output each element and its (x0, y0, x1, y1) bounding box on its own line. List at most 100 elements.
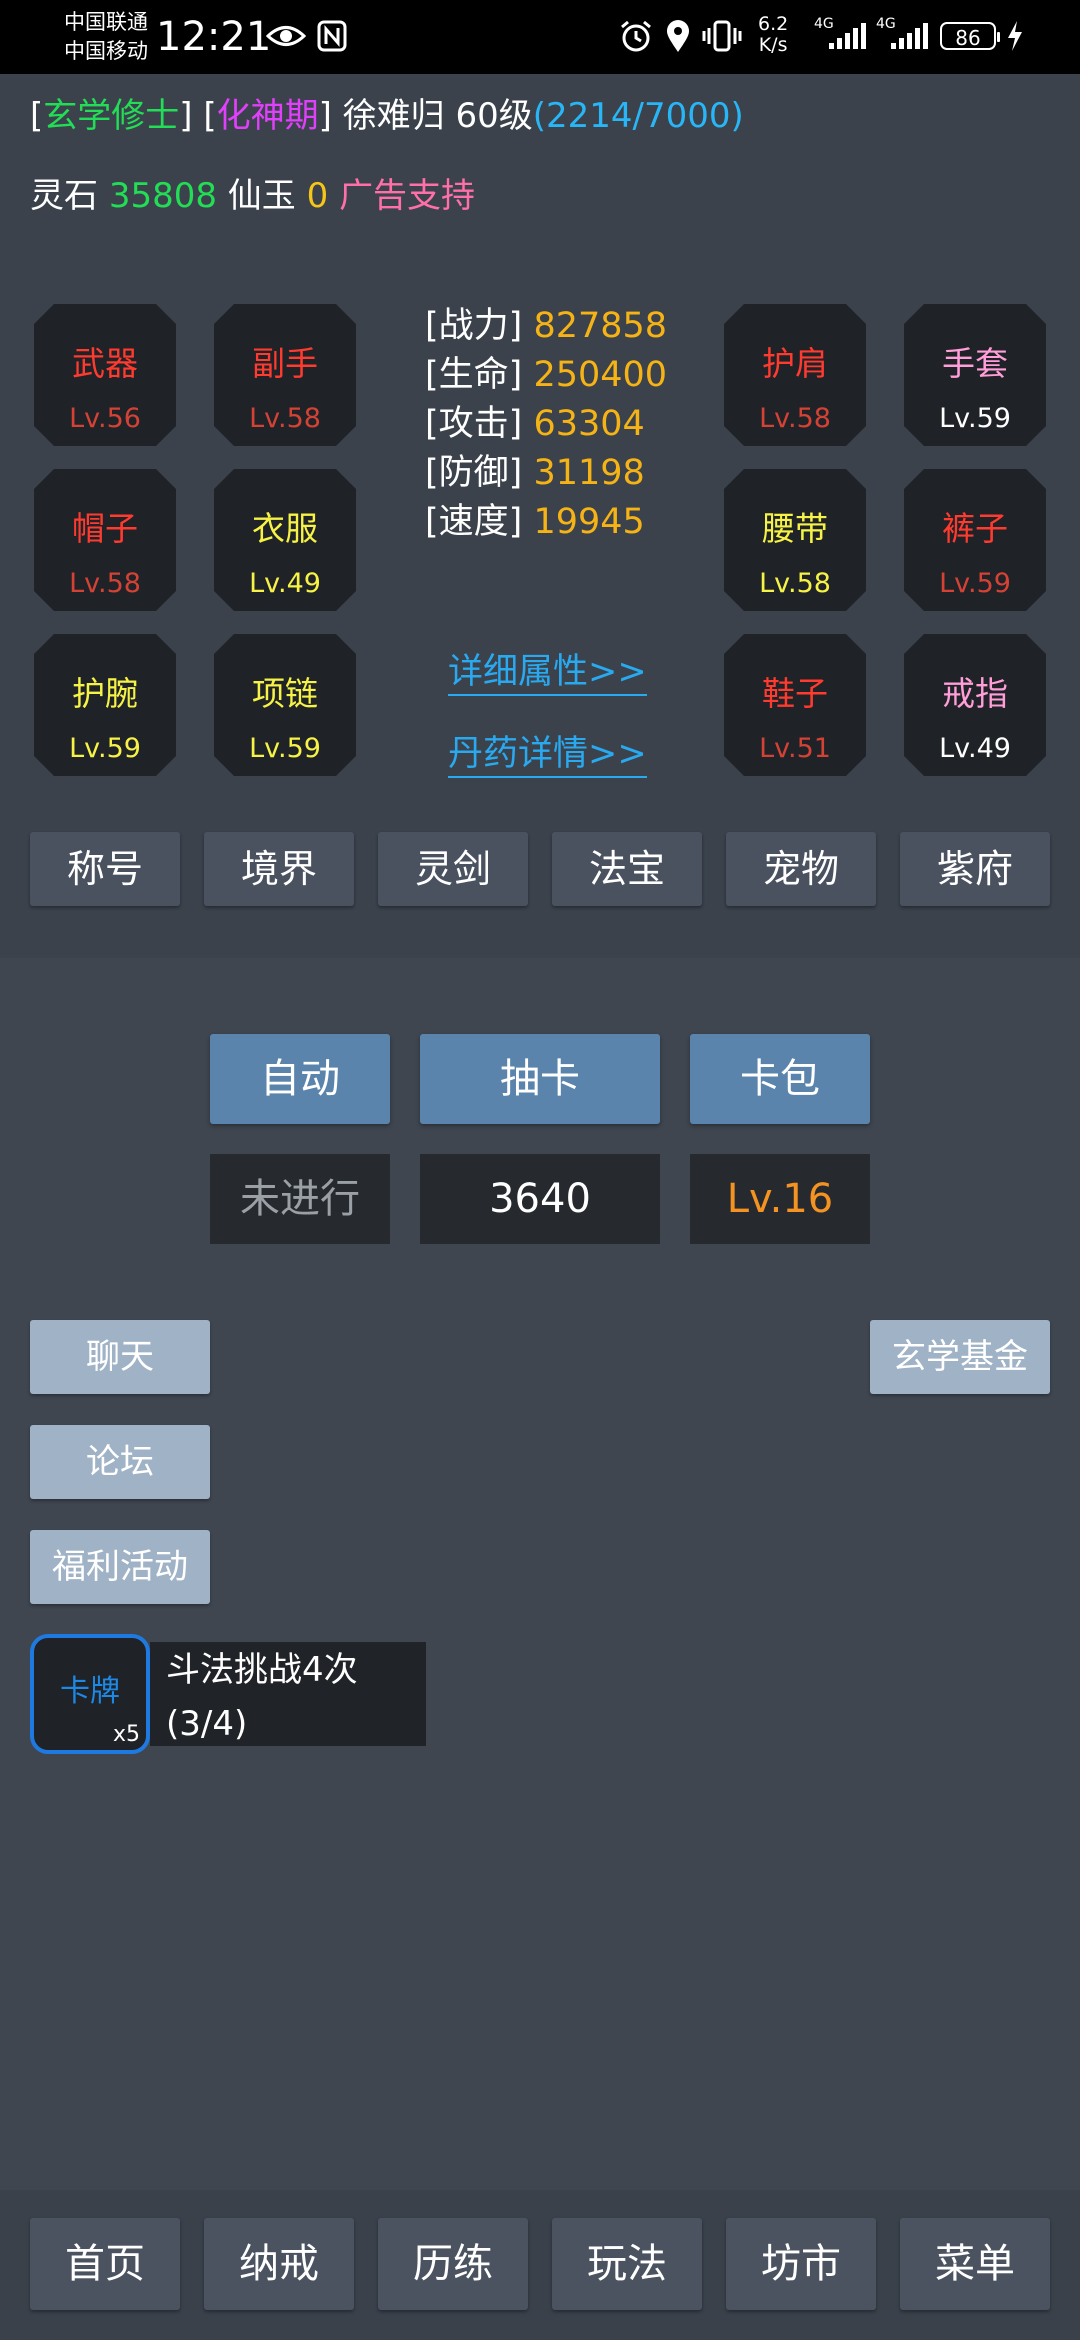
nav-training[interactable]: 历练 (378, 2218, 528, 2310)
stat-speed: [速度] 19945 (425, 500, 645, 544)
stat-defense: [防御] 31198 (425, 451, 645, 495)
tab-spirit-sword[interactable]: 灵剑 (378, 832, 528, 906)
stat-value: 19945 (533, 502, 645, 542)
status-bar: 中国联通 中国移动 12:21 6.2 K/s 4G 4G 86 (0, 0, 1080, 74)
equip-slot-belt[interactable]: 腰带 Lv.58 (720, 465, 870, 615)
equip-level: Lv.51 (759, 733, 831, 764)
stat-value: 827858 (533, 306, 668, 346)
forum-button[interactable]: 论坛 (30, 1425, 210, 1499)
card-name: 卡牌 (60, 1674, 120, 1709)
tab-pet[interactable]: 宠物 (726, 832, 876, 906)
stat-hp: [生命] 250400 (425, 353, 667, 397)
equip-name: 裤子 (942, 509, 1008, 548)
equip-slot-clothes[interactable]: 衣服 Lv.49 (210, 465, 360, 615)
welfare-button[interactable]: 福利活动 (30, 1530, 210, 1604)
equip-name: 帽子 (72, 509, 138, 548)
player-exp: (2214/7000) (532, 96, 744, 136)
nav-home[interactable]: 首页 (30, 2218, 180, 2310)
equip-name: 鞋子 (762, 674, 828, 713)
card-pack-button[interactable]: 卡包 (690, 1034, 870, 1124)
equip-level: Lv.59 (939, 403, 1011, 434)
location-icon (660, 16, 696, 56)
signal-1-label: 4G (814, 16, 834, 32)
stat-label: [攻击] (425, 404, 523, 444)
network-speed-unit: K/s (758, 34, 788, 56)
signal-2-icon (888, 16, 930, 56)
equip-slot-hat[interactable]: 帽子 Lv.58 (30, 465, 180, 615)
realm[interactable]: 化神期 (216, 96, 319, 136)
alarm-icon (616, 16, 656, 56)
signal-1-icon (826, 16, 868, 56)
stat-combat-power: [战力] 827858 (425, 304, 667, 348)
equip-slot-pants[interactable]: 裤子 Lv.59 (900, 465, 1050, 615)
task-panel[interactable]: 斗法挑战4次 (3/4) (150, 1642, 426, 1746)
jade-label: 仙玉 (227, 176, 296, 216)
equip-name: 衣服 (252, 509, 318, 548)
equip-name: 护腕 (72, 674, 138, 713)
player-level: 60级 (455, 96, 533, 136)
chat-button[interactable]: 聊天 (30, 1320, 210, 1394)
task-title: 斗法挑战4次 (166, 1650, 358, 1690)
auto-status: 未进行 (210, 1154, 390, 1244)
stat-value: 31198 (533, 453, 645, 493)
tab-zifu[interactable]: 紫府 (900, 832, 1050, 906)
equip-level: Lv.59 (69, 733, 141, 764)
stat-label: [防御] (425, 453, 523, 493)
stat-label: [速度] (425, 502, 523, 542)
network-speed: 6.2 K/s (758, 14, 788, 56)
player-info-line: [玄学修士] [化神期] 徐难归 60级(2214/7000) (30, 96, 744, 136)
draw-card-button[interactable]: 抽卡 (420, 1034, 660, 1124)
equip-level: Lv.58 (69, 568, 141, 599)
fund-button[interactable]: 玄学基金 (870, 1320, 1050, 1394)
equip-name: 腰带 (762, 509, 828, 548)
bottom-navigation: 首页 纳戒 历练 玩法 坊市 菜单 (0, 2190, 1080, 2340)
draw-count: 3640 (420, 1154, 660, 1244)
vibrate-icon (700, 16, 744, 56)
stat-value: 250400 (533, 355, 668, 395)
pill-details-link[interactable]: 丹药详情>> (448, 732, 647, 778)
tab-realm[interactable]: 境界 (204, 832, 354, 906)
equip-level: Lv.56 (69, 403, 141, 434)
stat-attack: [攻击] 63304 (425, 402, 645, 446)
equip-name: 戒指 (942, 674, 1008, 713)
stat-label: [生命] (425, 355, 523, 395)
auto-button[interactable]: 自动 (210, 1034, 390, 1124)
signal-2-label: 4G (876, 16, 896, 32)
character-panel (0, 74, 1080, 958)
card-item[interactable]: 卡牌 x5 (30, 1634, 150, 1754)
equip-slot-bracer[interactable]: 护腕 Lv.59 (30, 630, 180, 780)
equip-level: Lv.49 (249, 568, 321, 599)
clock: 12:21 (156, 14, 272, 60)
nav-market[interactable]: 坊市 (726, 2218, 876, 2310)
stat-label: [战力] (425, 306, 523, 346)
task-progress: (3/4) (166, 1704, 248, 1744)
stat-value: 63304 (533, 404, 645, 444)
spirit-stone-value: 35808 (108, 176, 217, 216)
nav-storage-ring[interactable]: 纳戒 (204, 2218, 354, 2310)
tab-title[interactable]: 称号 (30, 832, 180, 906)
equip-level: Lv.59 (939, 568, 1011, 599)
equip-name: 项链 (252, 674, 318, 713)
equip-name: 护肩 (762, 344, 828, 383)
class-title[interactable]: 玄学修士 (43, 96, 180, 136)
nav-menu[interactable]: 菜单 (900, 2218, 1050, 2310)
carrier-1: 中国联通 (64, 10, 148, 34)
card-count: x5 (112, 1722, 140, 1747)
detail-attributes-link[interactable]: 详细属性>> (448, 650, 647, 696)
player-name: 徐难归 (342, 96, 445, 136)
nav-gameplay[interactable]: 玩法 (552, 2218, 702, 2310)
equip-name: 副手 (252, 344, 318, 383)
equip-slot-shoes[interactable]: 鞋子 Lv.51 (720, 630, 870, 780)
equip-slot-necklace[interactable]: 项链 Lv.59 (210, 630, 360, 780)
equip-level: Lv.59 (249, 733, 321, 764)
tab-treasure[interactable]: 法宝 (552, 832, 702, 906)
battery-indicator: 86 (940, 22, 1000, 50)
ad-support-link[interactable]: 广告支持 (339, 176, 476, 216)
equip-level: Lv.58 (759, 568, 831, 599)
card-pack-level: Lv.16 (690, 1154, 870, 1244)
